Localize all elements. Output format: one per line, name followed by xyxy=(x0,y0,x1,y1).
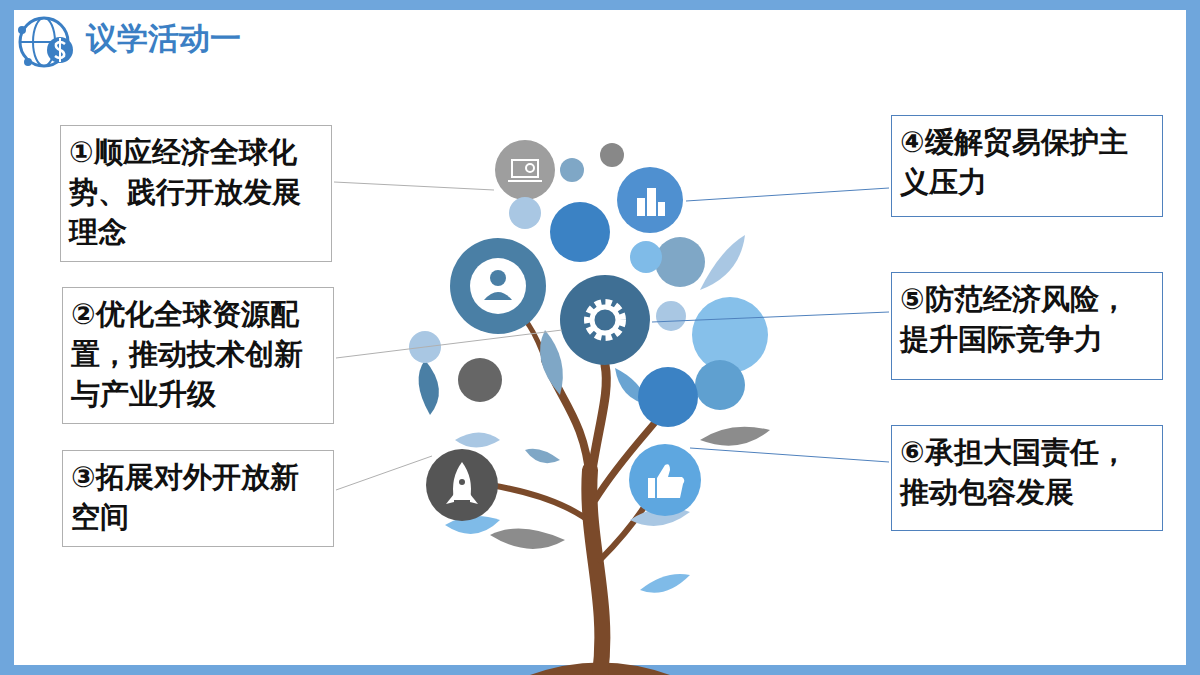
box-text: ⑤防范经济风险，提升国际竞争力 xyxy=(900,279,1154,359)
box-text: ③拓展对外开放新空间 xyxy=(71,457,325,537)
slide-title: 议学活动一 xyxy=(86,18,241,60)
text-box: ⑤防范经济风险，提升国际竞争力 xyxy=(891,272,1163,380)
thumbs-up-icon xyxy=(648,464,684,498)
person-icon xyxy=(470,258,526,314)
text-box: ①顺应经济全球化势、践行开放发展理念 xyxy=(60,125,332,262)
rocket-icon xyxy=(446,462,478,504)
text-box: ②优化全球资源配置，推动技术创新与产业升级 xyxy=(62,287,334,424)
laptop-icon xyxy=(508,160,542,181)
text-box: ④缓解贸易保护主义压力 xyxy=(891,115,1163,217)
box-text: ①顺应经济全球化势、践行开放发展理念 xyxy=(69,132,323,252)
text-box: ⑥承担大国责任，推动包容发展 xyxy=(891,425,1163,531)
leader-lines xyxy=(334,182,889,490)
box-text: ④缓解贸易保护主义压力 xyxy=(900,122,1154,202)
box-text: ⑥承担大国责任，推动包容发展 xyxy=(900,432,1154,512)
title-icon xyxy=(18,18,73,66)
gear-icon xyxy=(588,303,622,337)
building-icon xyxy=(637,188,665,216)
box-text: ②优化全球资源配置，推动技术创新与产业升级 xyxy=(71,294,325,414)
text-box: ③拓展对外开放新空间 xyxy=(62,450,334,547)
